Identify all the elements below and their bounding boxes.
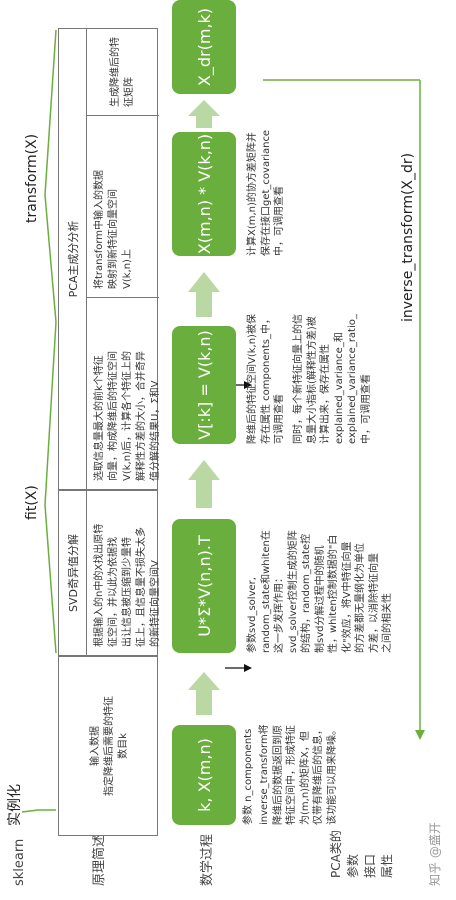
fit-bracket-left xyxy=(44,504,57,654)
math-step-3-text: V[:k] = V(k,n) xyxy=(194,330,214,440)
inverse-group-label: inverse_transform(X_dr) xyxy=(400,152,416,322)
math-step-2-text: U*Σ*V(n,n).T xyxy=(194,535,214,637)
math-step-5-text: X_dr(m,k) xyxy=(194,7,214,87)
math-step-4-text: X(m,n) * V(k,n) xyxy=(194,133,214,255)
flow-arrow-4 xyxy=(188,100,220,128)
svd-box: SVD奇异值分解 根据输入的n中的X找出原特 征空间，并以此为依据找 出让信息被… xyxy=(58,490,161,656)
pca-box: PCA主成分分析 选取信息量最大的前k个特征 向量，构成降维后的特征空间 V(k… xyxy=(58,28,161,490)
note-n-components: 参数 n_components xyxy=(243,728,254,825)
pca-params-label: PCA类的 参数 接口 属性 xyxy=(329,830,394,878)
svd-box-body: 根据输入的n中的X找出原特 征空间，并以此为依据找 出让信息被压缩到少量特 征上… xyxy=(94,523,161,647)
pca-box-body-3: 生成降维后的特征矩阵 xyxy=(110,37,135,107)
fit-group-label: fit(X) xyxy=(24,485,40,520)
transform-group-label: transform(X) xyxy=(24,133,40,223)
flow-arrow-2 xyxy=(188,460,220,508)
math-step-1-text: k, X(m,n) xyxy=(194,738,214,812)
pca-box-title: PCA主成分分析 xyxy=(59,29,87,489)
math-step-3: V[:k] = V(k,n) xyxy=(172,326,236,444)
note-explained-variance: 同时，每个新特征向量上的信 息量大小指标(解释性方差)被 计算出来，保存在属性 … xyxy=(293,314,372,444)
math-step-4: X(m,n) * V(k,n) xyxy=(172,132,236,256)
note-svd-params: 参数svd_solver, random_state和whiten在 这一步发挥… xyxy=(247,530,393,653)
note-inverse-transform: inverse_transform将 降维后的数据返回到原 特征空间中，形成特征… xyxy=(259,724,338,825)
principle-label: 原理简述 xyxy=(92,833,107,886)
note-covariance: 计算X(m,n)的协方差矩阵并 保存在接口get_covariance 中，可调… xyxy=(247,129,285,256)
sklearn-label: sklearn xyxy=(12,838,27,886)
inverse-arrowhead xyxy=(415,730,425,740)
flow-arrow-1 xyxy=(188,672,220,715)
input-box: 输入数据 指定降维后需要的特征 数目k xyxy=(58,656,158,836)
transform-bracket-left xyxy=(44,194,57,323)
note-components: 降维后的特征空间V(k,n)被保 存在属性 components_中， 可调用查… xyxy=(247,314,285,444)
math-step-1: k, X(m,n) xyxy=(172,725,236,825)
math-step-2: U*Σ*V(n,n).T xyxy=(172,519,236,653)
example-group-label: 实例化 xyxy=(7,784,23,826)
svd-box-title: SVD奇异值分解 xyxy=(59,491,87,655)
fit-bracket-right xyxy=(44,321,57,506)
flow-arrow-3 xyxy=(188,272,220,317)
math-step-5: X_dr(m,k) xyxy=(172,0,236,94)
example-bracket-line-2 xyxy=(21,809,39,813)
transform-bracket-right xyxy=(44,29,57,196)
input-box-body: 输入数据 指定降维后需要的特征 数目k xyxy=(90,696,129,796)
math-label: 数学过程 xyxy=(200,833,215,886)
watermark: 知乎 @盛开 xyxy=(428,822,442,886)
pca-box-body-1: 选取信息量最大的前k个特征 向量，构成降维后的特征空间 V(k,n)后，计算各个… xyxy=(87,297,161,489)
pca-box-body-2: 将transform中输入的数据 映射到新特征向量空间 V(k,n)上 xyxy=(87,115,159,297)
